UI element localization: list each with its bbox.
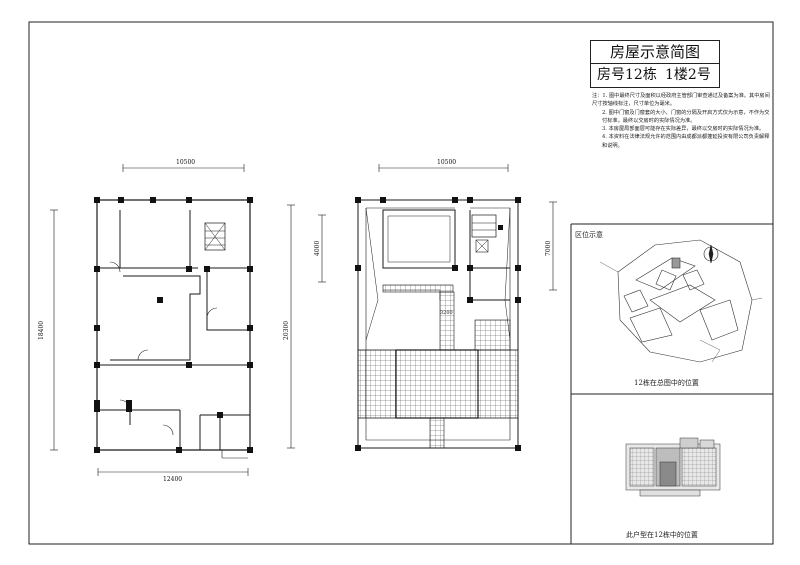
note-1: 注：1. 图中最终尺寸及面积以经政府主管部门审查通过及备案为准。其中房间尺寸按轴… bbox=[592, 93, 770, 108]
dim-left-right: 4000 bbox=[314, 240, 321, 256]
floor-plan-left bbox=[50, 164, 295, 476]
sheet-border bbox=[28, 21, 774, 545]
drawing-title: 房屋示意简图 bbox=[591, 41, 719, 64]
dim-mid-right: 3200 bbox=[440, 310, 453, 316]
dim-left-left: 18400 bbox=[38, 320, 45, 340]
site-caption: 12栋在总图中的位置 bbox=[634, 379, 699, 387]
terrace-hatch-a bbox=[439, 291, 455, 351]
dim-right-right: 7000 bbox=[545, 240, 552, 256]
note-3: 3. 本房屋局部面层可能存在实际差异，最终以交房时的实际情况为准。 bbox=[602, 126, 765, 133]
unit-location-map bbox=[625, 437, 721, 497]
dim-bottom-left: 12400 bbox=[163, 476, 183, 483]
terrace-hatch-c bbox=[474, 319, 511, 351]
unit-number: 1楼2号 bbox=[665, 67, 711, 83]
unit-id-row: 房号12栋 1楼2号 bbox=[591, 64, 719, 87]
terrace-hatch-b bbox=[382, 284, 454, 293]
dim-top-left: 10500 bbox=[176, 159, 196, 166]
north-arrow-icon bbox=[703, 244, 719, 264]
floor-plan-right bbox=[318, 164, 557, 451]
dim-right-left: 20300 bbox=[283, 320, 290, 340]
note-2: 2. 图中门窗及门窗套的大小、门窗的分隔及开启方式仅为示意，不作为交付标准，最终… bbox=[602, 109, 770, 124]
building-12-highlight bbox=[671, 257, 681, 269]
roof-hatch bbox=[357, 349, 519, 419]
unit-highlight bbox=[659, 461, 677, 487]
house-number: 房号12栋 bbox=[597, 67, 657, 83]
notes-block: 注：1. 图中最终尺寸及面积以经政府主管部门审查通过及备案为准。其中房间尺寸按轴… bbox=[592, 92, 772, 150]
site-map bbox=[599, 239, 763, 363]
dim-top-right: 10500 bbox=[437, 159, 457, 166]
location-section-label: 区位示意 bbox=[575, 231, 603, 239]
title-block: 房屋示意简图 房号12栋 1楼2号 bbox=[590, 40, 720, 88]
note-4: 4. 本资料在法律法规允许的范围内由成都派都蓬延投资有限公司负责解释和说明。 bbox=[602, 134, 770, 149]
unit-caption: 此户型在12栋中的位置 bbox=[626, 531, 698, 539]
